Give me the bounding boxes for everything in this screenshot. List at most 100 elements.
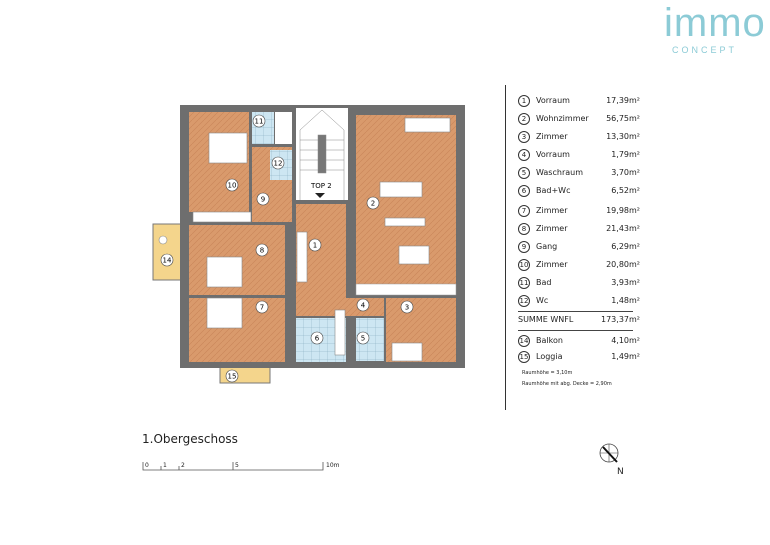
legend-row: 14 Balkon 4,10m²: [518, 334, 640, 348]
room-name: Gang: [536, 242, 558, 251]
room-area: 17,39m²: [606, 96, 640, 105]
room-name: Wohnzimmer: [536, 114, 589, 123]
divider: [518, 330, 633, 331]
balcony-14: [152, 223, 182, 281]
room-name: Vorraum: [536, 150, 570, 159]
room-number: 5: [518, 167, 530, 179]
logo-sub: CONCEPT: [672, 45, 738, 55]
room-marker-4: [356, 298, 370, 312]
legend-row: 4 Vorraum 1,79m²: [518, 148, 640, 162]
room-marker-5: [356, 331, 370, 345]
room-name: Zimmer: [536, 260, 568, 269]
room-marker-10: [225, 178, 239, 192]
room-marker-12: [271, 156, 285, 170]
north-label: N: [617, 467, 624, 476]
room-number: 8: [518, 223, 530, 235]
scale-tick: 0: [145, 462, 149, 469]
scale-tick: 10m: [326, 462, 340, 469]
room-marker-6: [310, 331, 324, 345]
room-marker-15: [225, 369, 239, 383]
scale-tick: 1: [163, 462, 167, 469]
staircase: [299, 109, 345, 200]
top-2-label: TOP 2: [310, 182, 332, 190]
room-area: 1,79m²: [611, 150, 640, 159]
note: Raumhöhe = 3,10m: [522, 370, 573, 376]
immo-concept-logo: immo CONCEPT: [664, 2, 766, 55]
logo-main: immo: [664, 1, 766, 45]
room-number: 2: [518, 113, 530, 125]
room-name: Loggia: [536, 352, 563, 361]
room-name: Vorraum: [536, 96, 570, 105]
room-marker-number: 9: [261, 196, 265, 204]
room-number: 11: [518, 277, 530, 289]
room-marker-number: 4: [361, 302, 366, 310]
entrance-arrow-icon: [315, 193, 325, 198]
room-number: 15: [518, 351, 530, 363]
room-number: 7: [518, 205, 530, 217]
room-number: 9: [518, 241, 530, 253]
room-area: 4,10m²: [611, 336, 640, 345]
room-area: 3,93m²: [611, 278, 640, 287]
room-number: 10: [518, 259, 530, 271]
floor-title: 1.Obergeschoss: [142, 432, 238, 446]
room-11-shower: [275, 112, 292, 144]
room-marker-8: [255, 243, 269, 257]
legend-row: 2 Wohnzimmer 56,75m²: [518, 112, 640, 126]
room-marker-number: 11: [255, 118, 264, 126]
legend-row: 1 Vorraum 17,39m²: [518, 94, 640, 108]
room-area: 56,75m²: [606, 114, 640, 123]
room-area: 19,98m²: [606, 206, 640, 215]
room-marker-number: 6: [315, 335, 320, 343]
room-marker-number: 5: [361, 335, 365, 343]
room-marker-number: 7: [260, 304, 264, 312]
room-area: 1,48m²: [611, 296, 640, 305]
room-marker-2: [366, 196, 380, 210]
north-arrow-icon: N: [599, 443, 624, 476]
total-area: 173,37m²: [601, 315, 640, 324]
room-name: Balkon: [536, 336, 563, 345]
divider: [518, 311, 633, 312]
room-marker-1: [308, 238, 322, 252]
room-marker-number: 1: [313, 242, 317, 250]
room-marker-number: 3: [405, 304, 409, 312]
legend-row: 11 Bad 3,93m²: [518, 276, 640, 290]
room-marker-number: 10: [228, 182, 237, 190]
room-name: Wc: [536, 296, 549, 305]
room-area: 20,80m²: [606, 260, 640, 269]
room-name: Zimmer: [536, 206, 568, 215]
room-number: 4: [518, 149, 530, 161]
room-number: 14: [518, 335, 530, 347]
room-area: 6,29m²: [611, 242, 640, 251]
room-number: 3: [518, 131, 530, 143]
room-marker-number: 15: [228, 373, 237, 381]
room-marker-number: 8: [260, 247, 264, 255]
room-number: 1: [518, 95, 530, 107]
legend-row: 12 Wc 1,48m²: [518, 294, 640, 308]
room-marker-number: 14: [163, 257, 172, 265]
room-marker-3: [400, 300, 414, 314]
room-marker-11: [252, 114, 266, 128]
room-marker-number: 2: [371, 200, 375, 208]
room-name: Bad+Wc: [536, 186, 571, 195]
legend-row: 10 Zimmer 20,80m²: [518, 258, 640, 272]
room-2-kitchen: [355, 283, 457, 296]
room-name: Zimmer: [536, 224, 568, 233]
scale-tick: 2: [181, 462, 185, 469]
legend-row: 6 Bad+Wc 6,52m²: [518, 184, 640, 198]
scale-tick: 5: [235, 462, 239, 469]
room-number: 12: [518, 295, 530, 307]
room-area: 13,30m²: [606, 132, 640, 141]
room-number: 6: [518, 185, 530, 197]
room-name: Bad: [536, 278, 552, 287]
room-area: 6,52m²: [611, 186, 640, 195]
legend-row: 7 Zimmer 19,98m²: [518, 204, 640, 218]
room-marker-7: [255, 300, 269, 314]
